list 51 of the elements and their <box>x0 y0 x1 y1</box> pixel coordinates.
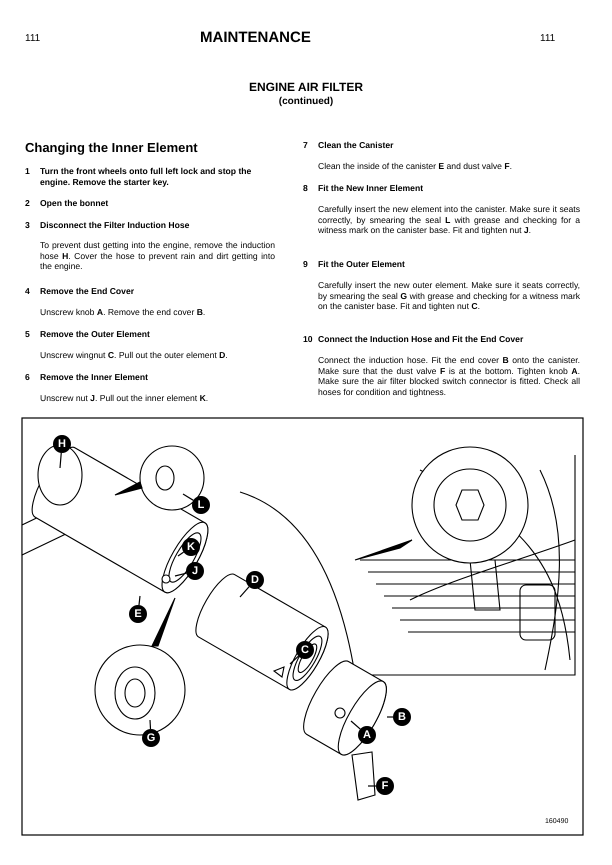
step-number: 1 <box>25 166 31 177</box>
leader-line <box>59 452 62 468</box>
page-number: 111 <box>25 33 42 46</box>
step-number: 4 <box>25 286 31 297</box>
leader-line <box>174 572 186 577</box>
step-number: 6 <box>25 372 31 383</box>
step-number: 9 <box>303 259 309 270</box>
callout-letter: E <box>129 605 147 623</box>
leader-line <box>290 656 299 664</box>
step-heading: Clean the Canister <box>318 140 394 151</box>
step-number: 7 <box>303 140 309 151</box>
step-heading: Remove the End Cover <box>40 286 136 297</box>
leader-line <box>240 586 250 598</box>
step-heading: Connect the Induction Hose and Fit the End Cover <box>318 334 524 345</box>
step-text: Carefully insert the new outer element. Make sure it seats correctly, by smearing the seal G with grease and checking for a witness mark on the canister base. Fit and tighten nut C. <box>318 280 580 312</box>
callout-letter: H <box>53 435 71 453</box>
leader-line <box>182 493 194 501</box>
step-heading: Open the bonnet <box>40 198 110 209</box>
step-heading: Disconnect the Filter Induction Hose <box>40 220 190 231</box>
step-heading: Fit the New Inner Element <box>318 183 424 194</box>
callout-letter: G <box>142 729 160 747</box>
step-text: Connect the induction hose. Fit the end cover B onto the canister. Make sure that the dust valve F is at the bottom. Tighten knob A. Make sure the air filter blocked switch connector is fitted. Check all hoses for condition and tightness. <box>318 355 580 398</box>
leader-line <box>178 552 184 556</box>
step-number: 5 <box>25 329 31 340</box>
callout-letter: F <box>376 777 394 795</box>
callout-letter: L <box>192 496 210 514</box>
step-number: 10 <box>303 334 314 345</box>
step-heading: Remove the Outer Element <box>40 329 151 340</box>
step-text: Unscrew wingnut C. Pull out the outer element D. <box>40 350 229 361</box>
step-heading: Remove the Inner Element <box>40 372 149 383</box>
step-text: Unscrew nut J. Pull out the inner element K. <box>40 393 210 404</box>
step-heading: Fit the Outer Element <box>318 259 406 270</box>
subtitle: (continued) <box>278 96 334 108</box>
page-number: 111 <box>540 33 556 46</box>
callout-letter: J <box>186 562 204 580</box>
leader-line <box>350 720 361 730</box>
callout-letter: B <box>393 708 411 726</box>
step-text: Clean the inside of the canister E and dust valve F. <box>318 161 513 172</box>
page-title: ENGINE AIR FILTER <box>248 80 364 95</box>
callout-letter: D <box>246 571 264 589</box>
step-text: To prevent dust getting into the engine, remove the induction hose H. Cover the hose to prevent rain and dirt getting into the engine. <box>40 240 275 272</box>
step-number: 8 <box>303 183 309 194</box>
step-heading: Turn the front wheels onto full left lock and stop the engine. Remove the starter key. <box>40 166 252 188</box>
section-heading: Changing the Inner Element <box>25 140 199 156</box>
step-number: 3 <box>25 220 31 231</box>
step-text: Unscrew knob A. Remove the end cover B. <box>40 307 206 318</box>
leader-line <box>149 720 152 730</box>
leader-line <box>138 596 141 606</box>
running-header: MAINTENANCE <box>200 29 312 48</box>
step-text: Carefully insert the new element into the canister. Make sure it seats correctly, by smearing the seal L with grease and checking for a witness mark on the canister base. Fit and tighten nut J. <box>318 204 580 236</box>
step-number: 2 <box>25 198 31 209</box>
